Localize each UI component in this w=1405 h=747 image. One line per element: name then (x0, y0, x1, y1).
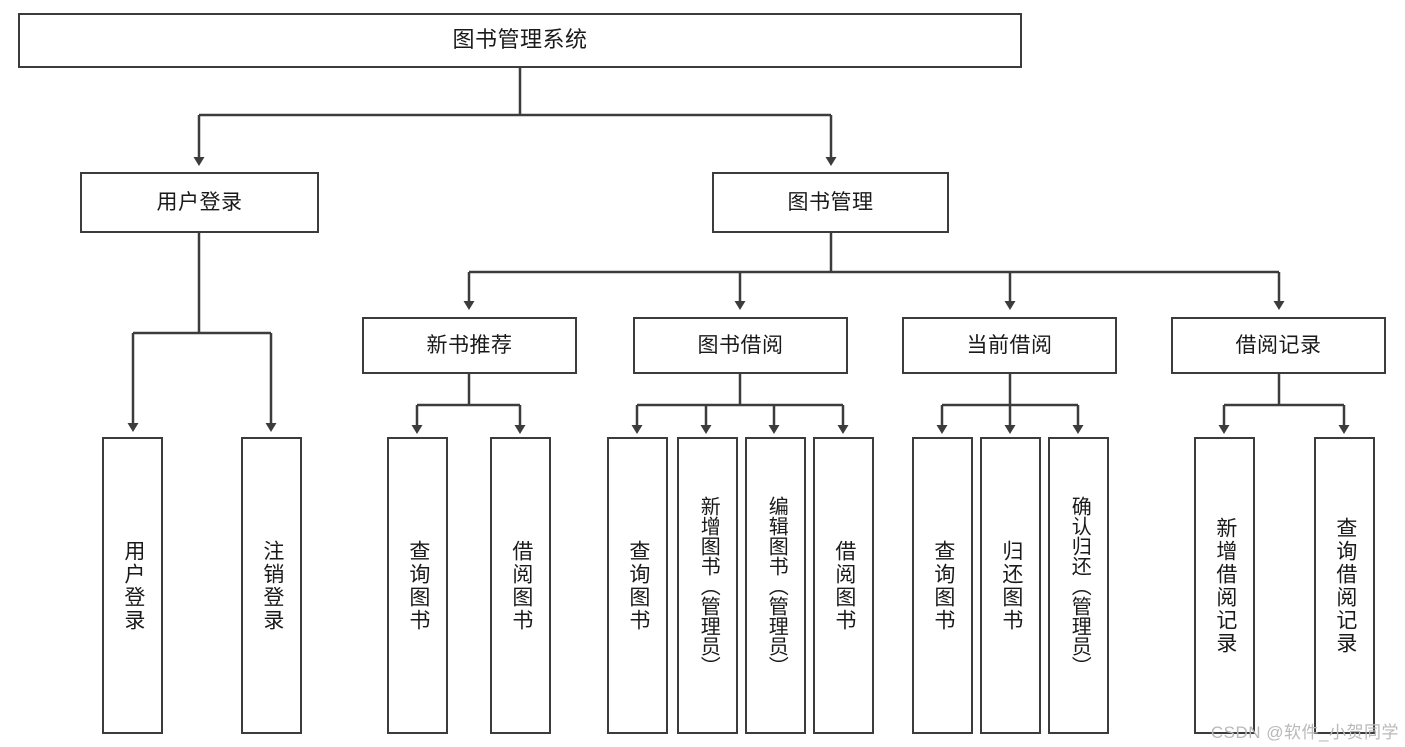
node-leaf-edit-book-label: 编辑图书（管理员） (765, 495, 788, 676)
node-borrow-record[interactable]: 借阅记录 (1171, 317, 1386, 374)
node-root-label: 图书管理系统 (452, 27, 588, 53)
node-leaf-return-book[interactable]: 归还图书 (980, 437, 1041, 734)
node-leaf-add-book-label: 新增图书（管理员） (697, 495, 720, 676)
node-book-manage-label: 图书管理 (787, 190, 874, 214)
node-leaf-query-record-label: 查询借阅记录 (1333, 516, 1357, 655)
node-leaf-edit-book[interactable]: 编辑图书（管理员） (745, 437, 806, 734)
node-leaf-add-book[interactable]: 新增图书（管理员） (677, 437, 738, 734)
node-new-book-recommend-label: 新书推荐 (426, 333, 513, 357)
node-root[interactable]: 图书管理系统 (18, 13, 1022, 68)
node-leaf-query-book-3[interactable]: 查询图书 (912, 437, 973, 734)
node-user-login-label: 用户登录 (156, 190, 243, 214)
node-leaf-query-book-1[interactable]: 查询图书 (387, 437, 448, 734)
node-user-login[interactable]: 用户登录 (80, 172, 319, 233)
node-borrow-record-label: 借阅记录 (1235, 333, 1322, 357)
node-book-borrow[interactable]: 图书借阅 (633, 317, 848, 374)
node-leaf-return-book-label: 归还图书 (999, 539, 1023, 632)
node-leaf-logout-label: 注销登录 (260, 539, 284, 632)
node-leaf-borrow-book-2-label: 借阅图书 (832, 539, 856, 632)
node-leaf-query-book-1-label: 查询图书 (406, 539, 430, 632)
node-current-borrow[interactable]: 当前借阅 (902, 317, 1117, 374)
node-leaf-query-record[interactable]: 查询借阅记录 (1314, 437, 1375, 734)
node-leaf-query-book-2-label: 查询图书 (626, 539, 650, 632)
node-leaf-add-record[interactable]: 新增借阅记录 (1194, 437, 1255, 734)
node-leaf-borrow-book-1-label: 借阅图书 (509, 539, 533, 632)
node-leaf-user-login[interactable]: 用户登录 (102, 437, 163, 734)
node-leaf-user-login-label: 用户登录 (121, 539, 145, 632)
node-leaf-confirm-return[interactable]: 确认归还（管理员） (1048, 437, 1109, 734)
node-leaf-borrow-book-2[interactable]: 借阅图书 (813, 437, 874, 734)
node-leaf-borrow-book-1[interactable]: 借阅图书 (490, 437, 551, 734)
node-current-borrow-label: 当前借阅 (966, 333, 1053, 357)
node-leaf-add-record-label: 新增借阅记录 (1213, 516, 1237, 655)
node-leaf-query-book-2[interactable]: 查询图书 (607, 437, 668, 734)
node-book-manage[interactable]: 图书管理 (712, 172, 949, 233)
node-book-borrow-label: 图书借阅 (697, 333, 784, 357)
node-leaf-query-book-3-label: 查询图书 (931, 539, 955, 632)
node-leaf-logout[interactable]: 注销登录 (241, 437, 302, 734)
node-leaf-confirm-return-label: 确认归还（管理员） (1068, 495, 1091, 676)
node-new-book-recommend[interactable]: 新书推荐 (362, 317, 577, 374)
watermark-text: CSDN @软件_小贺同学 (1210, 723, 1399, 742)
